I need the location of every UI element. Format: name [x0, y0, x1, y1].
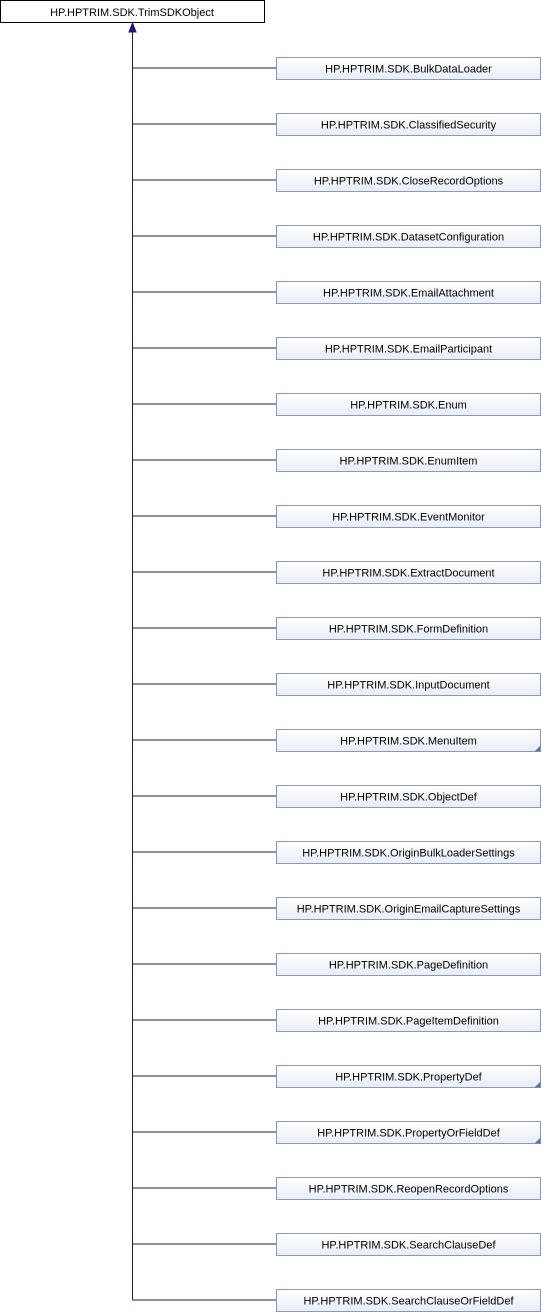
derived-class-label: HP.HPTRIM.SDK.DatasetConfiguration	[313, 232, 504, 244]
derived-class-box	[276, 1009, 541, 1032]
derived-class-label: HP.HPTRIM.SDK.Enum	[350, 400, 467, 412]
derived-class-node[interactable]: HP.HPTRIM.SDK.PropertyOrFieldDef	[276, 1121, 541, 1144]
derived-class-box	[276, 1065, 541, 1088]
derived-class-box	[276, 337, 541, 360]
derived-class-node[interactable]: HP.HPTRIM.SDK.SearchClauseDef	[276, 1233, 541, 1256]
derived-class-label: HP.HPTRIM.SDK.PageItemDefinition	[318, 1016, 499, 1028]
derived-class-label: HP.HPTRIM.SDK.MenuItem	[340, 736, 477, 748]
derived-class-box	[276, 505, 541, 528]
derived-class-node[interactable]: HP.HPTRIM.SDK.MenuItem	[276, 729, 541, 752]
root-class-box	[0, 0, 265, 23]
derived-class-label: HP.HPTRIM.SDK.ClassifiedSecurity	[321, 120, 497, 132]
derived-class-box	[276, 449, 541, 472]
derived-class-node[interactable]: HP.HPTRIM.SDK.PageItemDefinition	[276, 1009, 541, 1032]
derived-class-label: HP.HPTRIM.SDK.PageDefinition	[329, 960, 488, 972]
derived-class-node[interactable]: HP.HPTRIM.SDK.BulkDataLoader	[276, 57, 541, 80]
derived-class-box	[276, 1177, 541, 1200]
derived-class-box	[276, 785, 541, 808]
derived-class-label: HP.HPTRIM.SDK.EventMonitor	[332, 512, 485, 524]
derived-class-node[interactable]: HP.HPTRIM.SDK.PageDefinition	[276, 953, 541, 976]
derived-class-label: HP.HPTRIM.SDK.EmailParticipant	[325, 344, 492, 356]
derived-class-node[interactable]: HP.HPTRIM.SDK.FormDefinition	[276, 617, 541, 640]
derived-class-box	[276, 57, 541, 80]
derived-class-box	[276, 953, 541, 976]
more-subclasses-marker-icon	[534, 1137, 541, 1144]
derived-class-label: HP.HPTRIM.SDK.SearchClauseDef	[321, 1240, 496, 1252]
derived-class-box	[276, 225, 541, 248]
derived-class-box	[276, 393, 541, 416]
derived-class-node[interactable]: HP.HPTRIM.SDK.EmailAttachment	[276, 281, 541, 304]
derived-class-node[interactable]: HP.HPTRIM.SDK.InputDocument	[276, 673, 541, 696]
derived-class-node[interactable]: HP.HPTRIM.SDK.ClassifiedSecurity	[276, 113, 541, 136]
derived-class-node[interactable]: HP.HPTRIM.SDK.ObjectDef	[276, 785, 541, 808]
derived-class-box	[276, 281, 541, 304]
derived-class-label: HP.HPTRIM.SDK.ReopenRecordOptions	[309, 1184, 509, 1196]
derived-class-label: HP.HPTRIM.SDK.SearchClauseOrFieldDef	[303, 1296, 514, 1308]
derived-class-node[interactable]: HP.HPTRIM.SDK.DatasetConfiguration	[276, 225, 541, 248]
derived-class-node[interactable]: HP.HPTRIM.SDK.Enum	[276, 393, 541, 416]
derived-class-box	[276, 113, 541, 136]
derived-class-node[interactable]: HP.HPTRIM.SDK.OriginEmailCaptureSettings	[276, 897, 541, 920]
derived-class-label: HP.HPTRIM.SDK.InputDocument	[327, 680, 489, 692]
derived-class-box	[276, 897, 541, 920]
more-subclasses-marker-icon	[534, 745, 541, 752]
derived-class-box	[276, 617, 541, 640]
derived-class-label: HP.HPTRIM.SDK.EnumItem	[340, 456, 478, 468]
more-subclasses-marker-icon	[534, 1081, 541, 1088]
derived-class-label: HP.HPTRIM.SDK.CloseRecordOptions	[314, 176, 504, 188]
derived-class-label: HP.HPTRIM.SDK.ExtractDocument	[322, 568, 494, 580]
derived-class-box	[276, 1121, 541, 1144]
derived-class-node[interactable]: HP.HPTRIM.SDK.EventMonitor	[276, 505, 541, 528]
derived-class-box	[276, 673, 541, 696]
derived-class-label: HP.HPTRIM.SDK.OriginBulkLoaderSettings	[302, 848, 515, 860]
derived-class-box	[276, 1233, 541, 1256]
inheritance-arrowhead	[128, 21, 137, 33]
derived-class-box	[276, 841, 541, 864]
derived-class-node[interactable]: HP.HPTRIM.SDK.OriginBulkLoaderSettings	[276, 841, 541, 864]
derived-class-node[interactable]: HP.HPTRIM.SDK.CloseRecordOptions	[276, 169, 541, 192]
derived-class-label: HP.HPTRIM.SDK.ObjectDef	[340, 792, 478, 804]
derived-class-box	[276, 561, 541, 584]
derived-class-node[interactable]: HP.HPTRIM.SDK.PropertyDef	[276, 1065, 541, 1088]
derived-class-label: HP.HPTRIM.SDK.FormDefinition	[329, 624, 488, 636]
derived-class-node[interactable]: HP.HPTRIM.SDK.EnumItem	[276, 449, 541, 472]
derived-class-label: HP.HPTRIM.SDK.BulkDataLoader	[325, 64, 492, 76]
derived-class-node[interactable]: HP.HPTRIM.SDK.ExtractDocument	[276, 561, 541, 584]
derived-class-box	[276, 729, 541, 752]
derived-class-node[interactable]: HP.HPTRIM.SDK.ReopenRecordOptions	[276, 1177, 541, 1200]
derived-class-label: HP.HPTRIM.SDK.PropertyDef	[335, 1072, 482, 1084]
root-class-node[interactable]: HP.HPTRIM.SDK.TrimSDKObject	[0, 0, 265, 23]
derived-class-label: HP.HPTRIM.SDK.OriginEmailCaptureSettings	[297, 904, 521, 916]
derived-class-box	[276, 169, 541, 192]
derived-class-list: HP.HPTRIM.SDK.BulkDataLoaderHP.HPTRIM.SD…	[276, 57, 541, 1312]
derived-class-node[interactable]: HP.HPTRIM.SDK.EmailParticipant	[276, 337, 541, 360]
inheritance-edges	[128, 21, 277, 1301]
root-class-label: HP.HPTRIM.SDK.TrimSDKObject	[50, 7, 214, 19]
derived-class-label: HP.HPTRIM.SDK.PropertyOrFieldDef	[317, 1128, 501, 1140]
derived-class-label: HP.HPTRIM.SDK.EmailAttachment	[323, 288, 494, 300]
derived-class-node[interactable]: HP.HPTRIM.SDK.SearchClauseOrFieldDef	[276, 1289, 541, 1312]
